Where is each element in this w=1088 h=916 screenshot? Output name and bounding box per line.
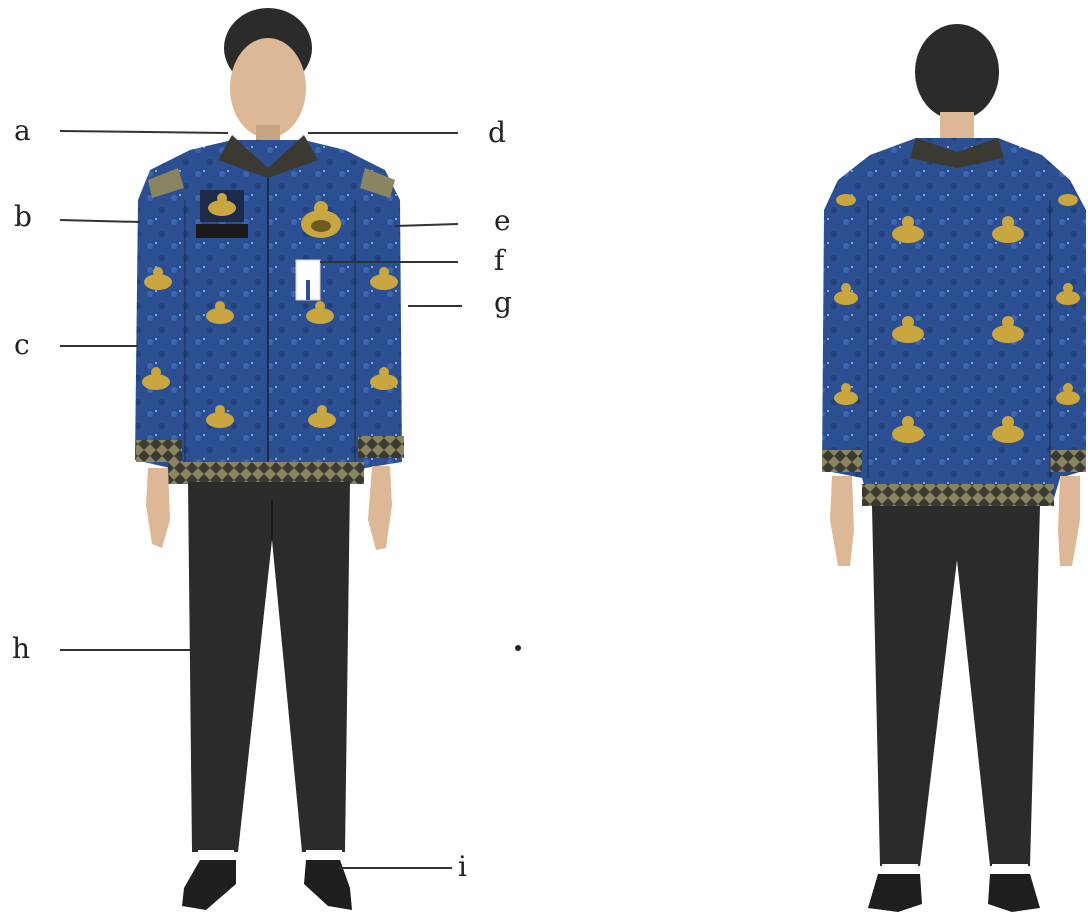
shoes-front [182, 850, 352, 910]
leader-line-b [60, 220, 140, 222]
label-e: e [494, 204, 511, 237]
head-back [915, 24, 999, 140]
hem-trim [168, 462, 364, 484]
label-d: d [488, 116, 506, 149]
head-front [224, 8, 312, 145]
label-g: g [494, 286, 512, 319]
pocket-tag [296, 260, 320, 300]
stray-dot [515, 645, 521, 651]
label-h: h [12, 632, 30, 665]
label-a: a [14, 114, 31, 147]
label-i: i [458, 850, 467, 883]
leader-line-a [60, 131, 228, 133]
shirt-back [822, 138, 1086, 506]
trousers-back [872, 506, 1040, 866]
shirt-front [135, 135, 404, 484]
figure-front [135, 8, 404, 910]
chest-emblem-left [200, 190, 244, 222]
trousers-front [188, 482, 350, 852]
shoes-back [868, 864, 1040, 912]
label-c: c [14, 328, 30, 361]
label-b: b [14, 200, 32, 233]
figure-back [822, 24, 1086, 912]
leader-line-e [395, 224, 458, 226]
nameplate [196, 224, 248, 238]
label-f: f [494, 244, 507, 277]
